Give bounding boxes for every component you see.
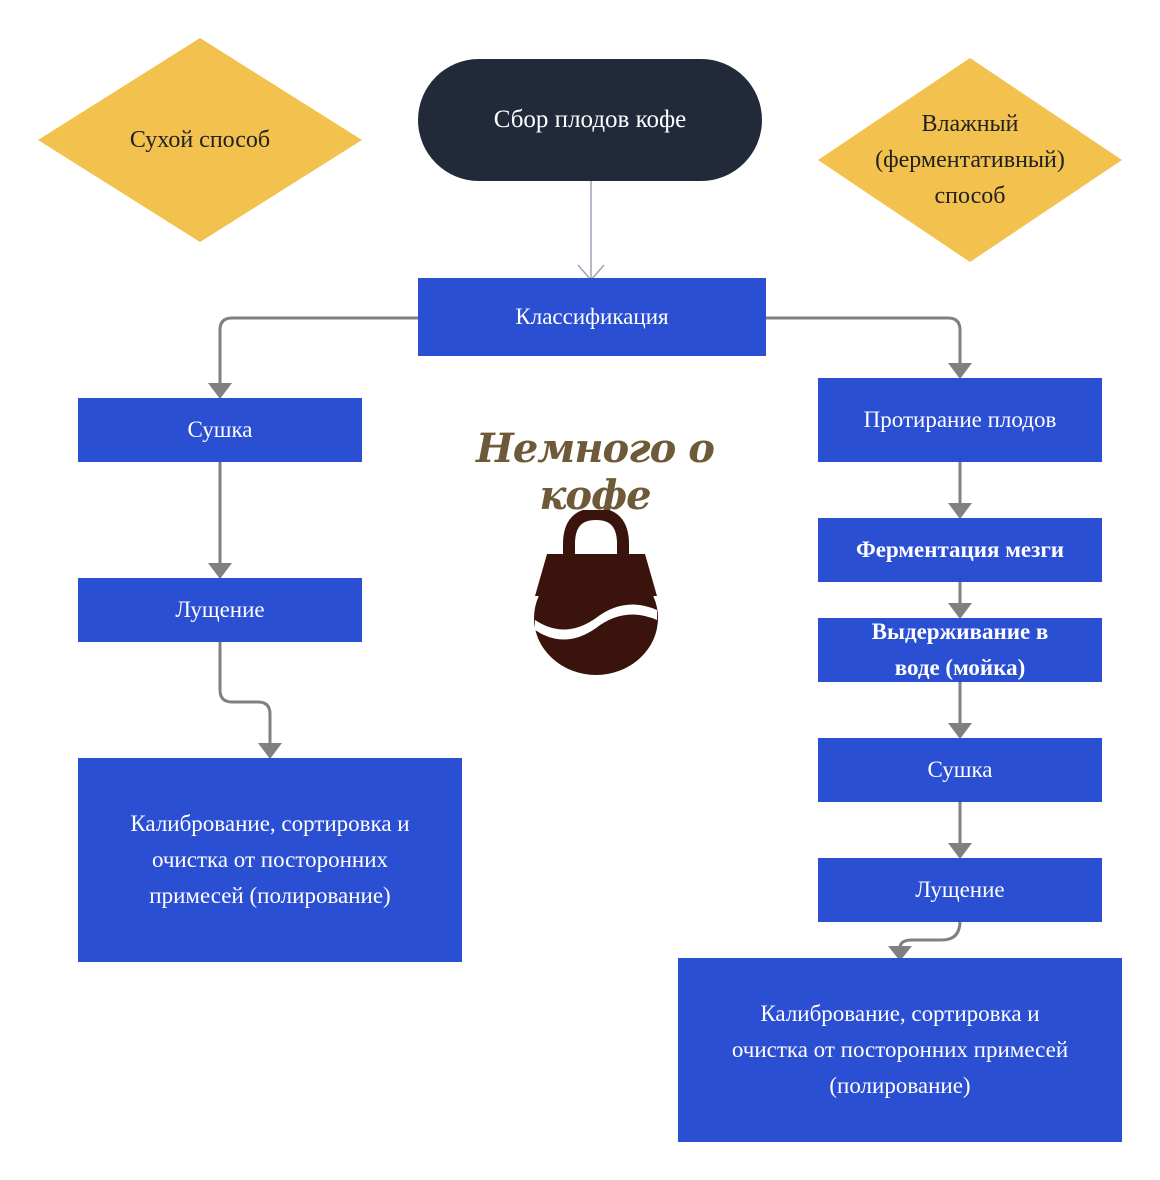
wet-hulling-box[interactable]: Лущение [818, 858, 1102, 922]
dry-method-label: Сухой способ [129, 127, 271, 153]
arrowhead-wet-final [888, 946, 912, 961]
arrowhead-wet-hulling [948, 843, 972, 859]
arrowhead-dry-final [258, 743, 282, 759]
wet-method-label-line3: способ [934, 183, 1006, 209]
connector-dry-hulling-final [218, 641, 272, 744]
wet-hulling-label: Лущение [915, 877, 1005, 902]
classification-label: Классификация [515, 304, 669, 329]
wet-pulping-box[interactable]: Протирание плодов [818, 378, 1102, 462]
dry-hulling-box[interactable]: Лущение [78, 578, 362, 642]
wet-drying-box[interactable]: Сушка [818, 738, 1102, 802]
wet-method-diamond-shape [818, 58, 1122, 262]
dry-method-diamond-shape [38, 38, 362, 242]
dry-final-label-line3: примесей (полирование) [149, 883, 391, 908]
arrowhead-wet-pulping [948, 363, 972, 379]
wet-soaking-label-line2: воде (мойка) [894, 655, 1026, 680]
coffee-bag-icon [534, 510, 658, 675]
wet-final-label-line1: Калибрование, сортировка и [760, 1001, 1040, 1026]
wet-soaking-box[interactable]: Выдерживание в воде (мойка) [818, 618, 1102, 682]
dry-drying-box[interactable]: Сушка [78, 398, 362, 462]
connector-wet-hulling-final [898, 920, 962, 949]
start-terminal[interactable]: Сбор плодов кофе [418, 59, 762, 181]
connector-classification-wet-pulping [763, 316, 962, 364]
start-label: Сбор плодов кофе [493, 106, 687, 133]
arrowhead-dry-hulling [208, 563, 232, 579]
arrowhead-wet-soaking [948, 603, 972, 619]
dry-final-label-line2: очистка от посторонних [151, 847, 389, 872]
wet-fermentation-label: Ферментация мезги [855, 537, 1065, 562]
wet-drying-label: Сушка [927, 757, 993, 782]
wet-fermentation-box[interactable]: Ферментация мезги [818, 518, 1102, 582]
arrowhead-wet-fermentation [948, 503, 972, 519]
classification-box[interactable]: Классификация [418, 278, 766, 356]
wet-final-box[interactable]: Калибрование, сортировка и очистка от по… [678, 958, 1122, 1142]
arrowhead-dry-drying [208, 383, 232, 399]
dry-drying-label: Сушка [187, 417, 253, 442]
wet-final-label-line3: (полирование) [829, 1073, 971, 1098]
connector-classification-dry-drying [218, 316, 420, 384]
dry-hulling-label: Лущение [175, 597, 265, 622]
wet-final-label-line2: очистка от посторонних примесей [731, 1037, 1069, 1062]
wet-soaking-label-line1: Выдерживание в [871, 619, 1049, 644]
wet-pulping-label: Протирание плодов [863, 407, 1057, 432]
arrowhead-wet-drying [948, 723, 972, 739]
wet-method-label-line2: (ферментативный) [875, 147, 1065, 173]
wet-method-label-line1: Влажный [921, 111, 1019, 137]
dry-method-decision[interactable]: Сухой способ [38, 38, 362, 242]
dry-final-label-line1: Калибрование, сортировка и [130, 811, 410, 836]
wet-method-decision[interactable]: Влажный (ферментативный) способ [818, 58, 1122, 262]
dry-final-box[interactable]: Калибрование, сортировка и очистка от по… [78, 758, 462, 962]
logo-text: Немного о кофе [476, 425, 715, 519]
